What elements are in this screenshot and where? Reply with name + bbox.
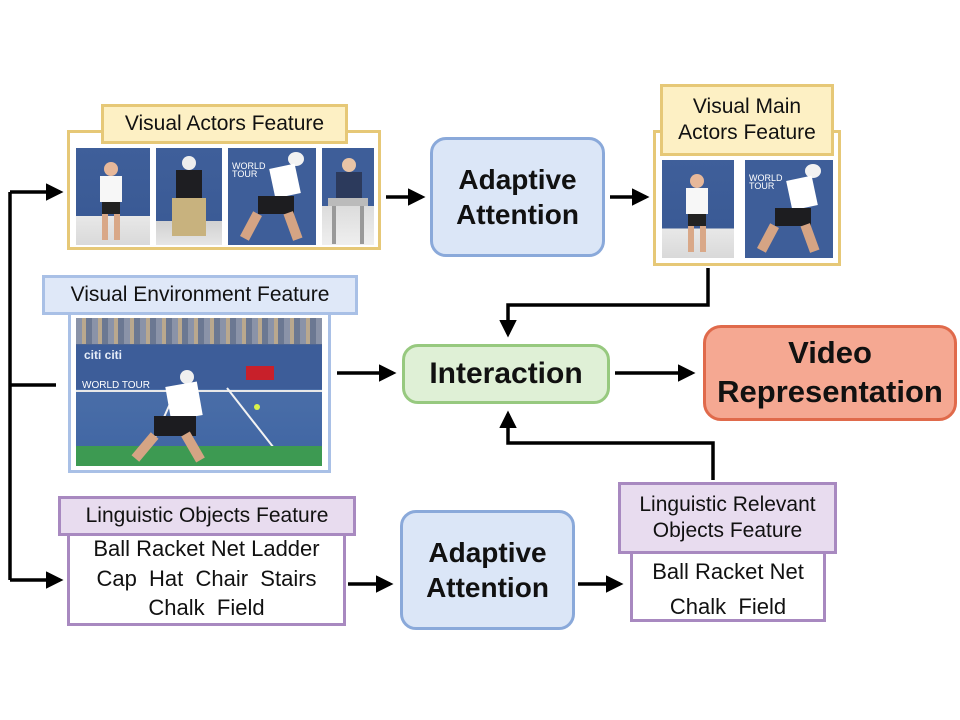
arrow-relevant-to-interaction — [499, 410, 715, 480]
arrow-main-to-interaction — [499, 268, 710, 338]
visual-actors-label: Visual Actors Feature — [101, 104, 348, 144]
video-representation-line2: Representation — [717, 374, 943, 409]
main-actor-photo-player-forehand: WORLD TOUR — [745, 160, 833, 258]
linguistic-relevant-line2: Objects Feature — [652, 519, 803, 542]
actor-photo-player-serving — [76, 148, 150, 245]
visual-main-actors-label: Visual Main Actors Feature — [660, 84, 834, 156]
adaptive-attention-bottom-line2: Attention — [426, 572, 549, 603]
linguistic-relevant-line1: Linguistic Relevant — [639, 492, 816, 516]
linguistic-relevant-words1: Ball Racket Net — [652, 559, 804, 584]
adaptive-attention-top: Adaptive Attention — [430, 137, 605, 257]
environment-photo-tennis-court: citi citi WORLD TOUR — [76, 318, 322, 466]
main-actor-photo-player-serving — [662, 160, 734, 258]
linguistic-objects-line2: Cap Hat Chair Stairs — [96, 565, 317, 591]
linguistic-relevant-words: Ball Racket Net Chalk Field — [633, 554, 823, 620]
actor-photo-player-forehand: WORLD TOUR — [228, 148, 316, 245]
linguistic-relevant-words2: Chalk Field — [669, 594, 787, 620]
actor-photo-umpire-chair — [322, 148, 374, 245]
linguistic-objects-line1: Ball Racket Net Ladder — [93, 536, 320, 561]
adaptive-attention-top-line2: Attention — [456, 199, 579, 230]
linguistic-objects-frame — [67, 520, 346, 626]
linguistic-objects-words: Ball Racket Net Ladder Cap Hat Chair Sta… — [70, 534, 343, 624]
linguistic-objects-line3: Chalk Field — [148, 595, 265, 621]
visual-main-actors-line1: Visual Main — [692, 94, 802, 118]
video-representation-node: Video Representation — [703, 325, 957, 421]
actor-photo-line-judge — [156, 148, 222, 245]
visual-environment-label: Visual Environment Feature — [42, 275, 358, 315]
adaptive-attention-bottom: Adaptive Attention — [400, 510, 575, 630]
adaptive-attention-bottom-line1: Adaptive — [428, 537, 547, 568]
linguistic-relevant-label: Linguistic Relevant Objects Feature — [618, 482, 837, 554]
interaction-node: Interaction — [402, 344, 610, 404]
video-representation-line1: Video — [788, 335, 872, 371]
adaptive-attention-top-line1: Adaptive — [458, 164, 577, 195]
visual-main-actors-line2: Actors Feature — [678, 121, 816, 144]
linguistic-objects-label: Linguistic Objects Feature — [58, 496, 356, 536]
